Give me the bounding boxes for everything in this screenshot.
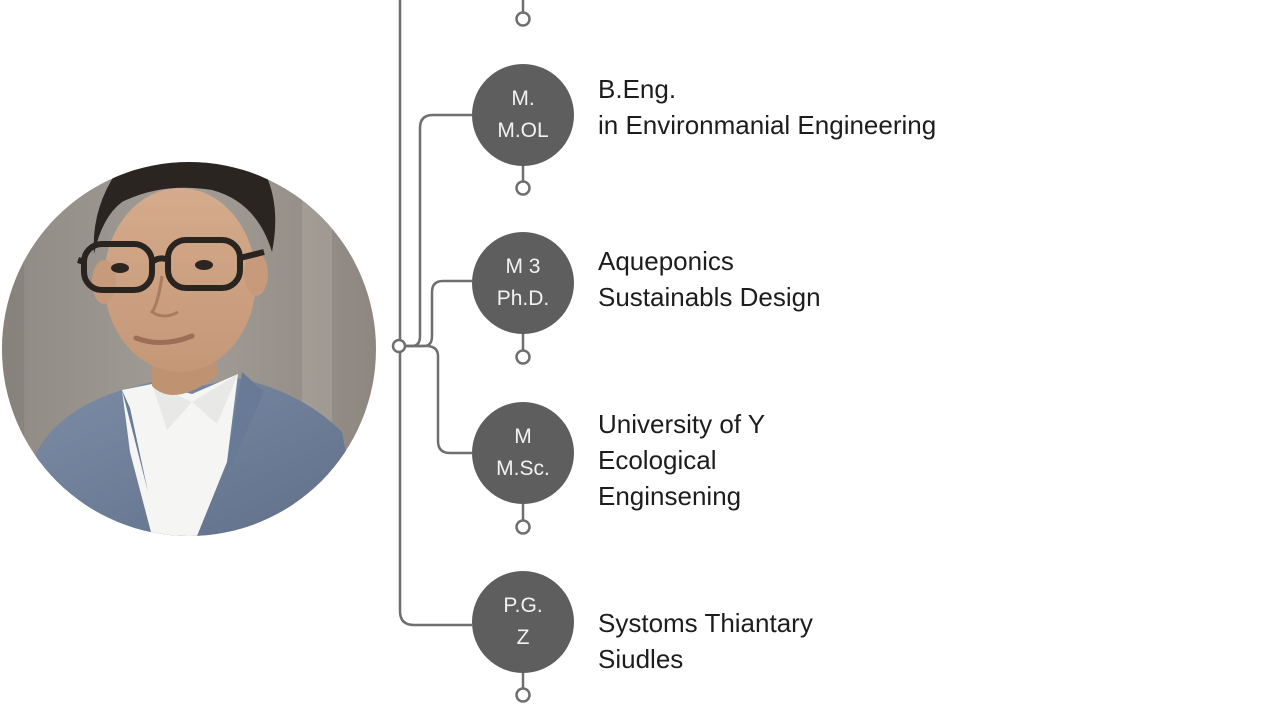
- node-badge-line: M: [514, 425, 532, 448]
- timeline-node-2-badge: M 3 Ph.D.: [472, 232, 574, 334]
- timeline-node-3-badge: M M.Sc.: [472, 402, 574, 504]
- timeline-end-dot: [515, 349, 531, 365]
- node-badge-line: Z: [516, 626, 530, 649]
- timeline-node-1-badge: M. M.OL: [472, 64, 574, 166]
- node-badge-line: M.Sc.: [496, 457, 550, 480]
- branch-to-node-2: [405, 279, 472, 348]
- node-text-line: Ecological: [598, 445, 717, 475]
- timeline-end-dot: [515, 11, 531, 27]
- timeline-node-2-text: Aqueponics Sustainabls Design: [598, 243, 821, 315]
- node-text-line: Systoms Thiantary: [598, 608, 813, 638]
- timeline-node-4-text: Systoms Thiantary Siudles: [598, 605, 813, 677]
- node-badge-line: M 3: [505, 255, 541, 278]
- node-text-line: Siudles: [598, 644, 684, 674]
- node-text-line: Enginsening: [598, 481, 742, 511]
- node-badge-line: Ph.D.: [496, 287, 550, 310]
- junction-node: [391, 338, 407, 354]
- timeline-end-dot: [515, 687, 531, 703]
- timeline-end-dot: [515, 519, 531, 535]
- node-badge-line: P.G.: [503, 594, 543, 617]
- profile-photo: [2, 162, 376, 536]
- node-text-line: Sustainabls Design: [598, 282, 821, 312]
- branch-to-node-3: [405, 344, 472, 455]
- timeline-node-1-text: B.Eng. in Environmanial Engineering: [598, 71, 936, 143]
- branch-to-node-1: [405, 113, 472, 348]
- node-text-line: in Environmanial Engineering: [598, 110, 937, 140]
- node-text-line: B.Eng.: [598, 74, 677, 104]
- node-badge-line: M.: [511, 87, 535, 110]
- node-badge-line: M.OL: [497, 119, 549, 142]
- node-text-line: University of Y: [598, 409, 766, 439]
- node-text-line: Aqueponics: [598, 246, 734, 276]
- timeline-node-4-badge: P.G. Z: [472, 571, 574, 673]
- timeline-node-3-text: University of Y Ecological Enginsening: [598, 406, 765, 514]
- timeline-end-dot: [515, 180, 531, 196]
- main-trunk-line: [398, 0, 472, 627]
